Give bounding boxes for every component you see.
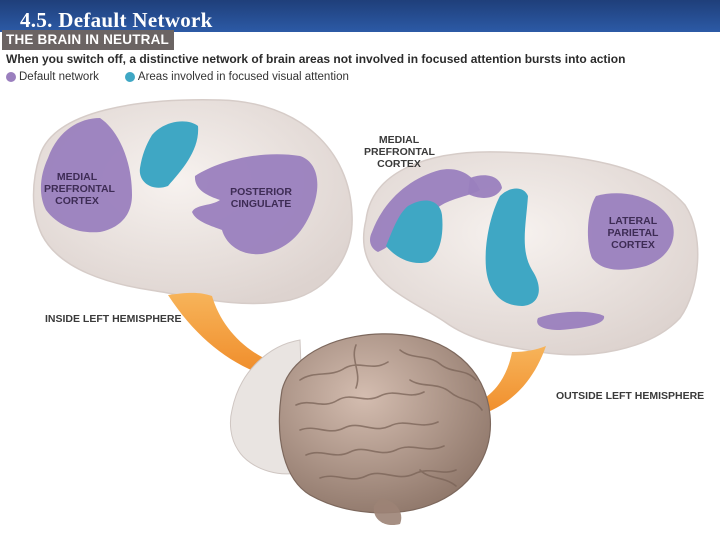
label-medial-prefrontal-outside: MEDIAL PREFRONTAL CORTEX (364, 134, 435, 170)
outside-hemisphere-diagram (362, 151, 699, 356)
legend: Default network Areas involved in focuse… (6, 71, 375, 83)
label-lateral-parietal: LATERAL PARIETAL CORTEX (607, 215, 659, 251)
legend-item-default-network: Default network (6, 71, 99, 83)
slide-title-bar (0, 0, 720, 32)
legend-item-visual-attention: Areas involved in focused visual attenti… (124, 71, 349, 83)
label-posterior-cingulate: POSTERIOR CINGULATE (230, 186, 292, 210)
legend-swatch-default-network (6, 72, 16, 82)
legend-label-default-network: Default network (19, 71, 99, 83)
slide-title: 4.5. Default Network (20, 8, 213, 32)
realistic-brain (229, 333, 492, 526)
caption-inside-left-hemisphere: INSIDE LEFT HEMISPHERE (45, 313, 182, 325)
label-medial-prefrontal-inside: MEDIAL PREFRONTAL CORTEX (44, 171, 115, 207)
figure-banner: THE BRAIN IN NEUTRAL (2, 30, 174, 50)
inside-hemisphere-diagram (32, 99, 353, 305)
figure-subtitle: When you switch off, a distinctive netwo… (6, 52, 626, 66)
legend-swatch-visual-attention (124, 72, 135, 82)
legend-label-visual-attention: Areas involved in focused visual attenti… (137, 71, 349, 83)
caption-outside-left-hemisphere: OUTSIDE LEFT HEMISPHERE (556, 390, 705, 402)
